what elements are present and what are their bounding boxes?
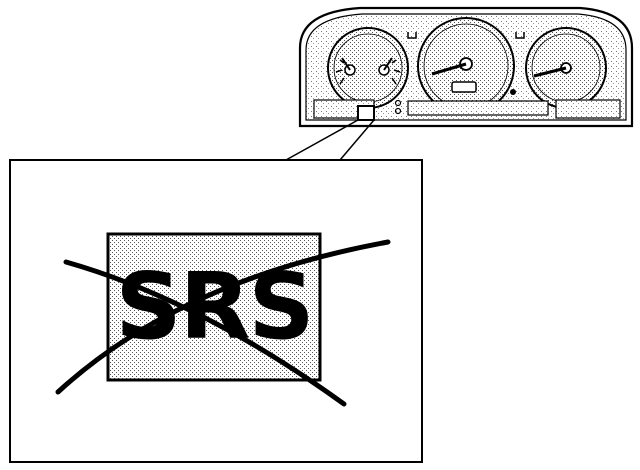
srs-lamp-enlarged: SRS [106,232,322,382]
callout-leader-lines [285,119,375,161]
left-gauge [327,27,409,109]
callout-box: SRS [9,159,423,463]
speedometer-gauge [417,17,516,115]
srs-warning-lamp-icon [357,105,375,121]
cross-out-icon [55,239,391,407]
srs-label: SRS [115,253,312,360]
tachometer-gauge [525,27,607,109]
instrument-cluster-icon [298,6,634,128]
